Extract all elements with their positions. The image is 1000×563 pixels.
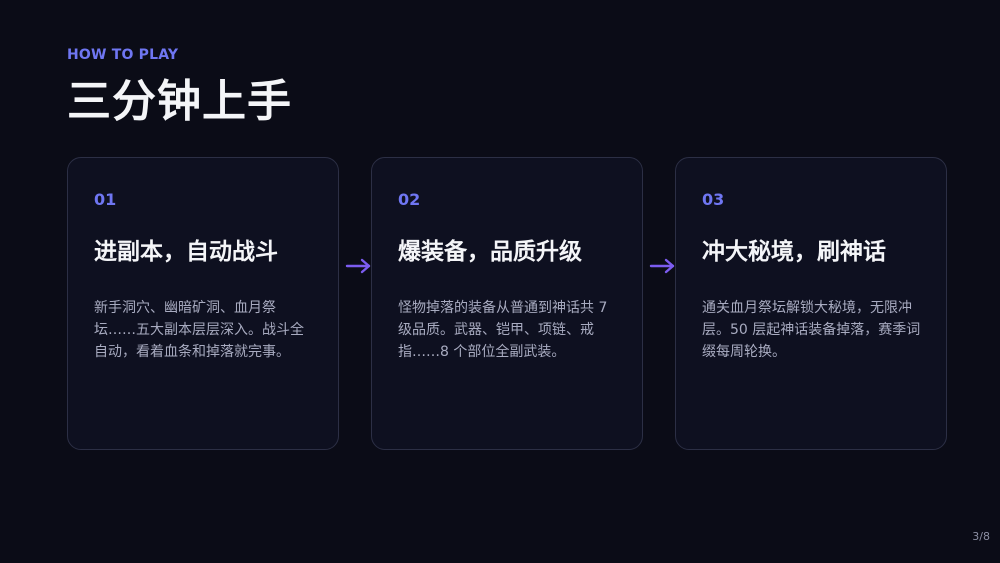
- section-kicker: HOW TO PLAY: [67, 47, 179, 63]
- step-number: 02: [398, 190, 421, 209]
- page-indicator: 3/8: [972, 530, 990, 543]
- step-title: 进副本，自动战斗: [94, 239, 278, 265]
- step-description: 通关血月祭坛解锁大秘境，无限冲层。50 层起神话装备掉落，赛季词缀每周轮换。: [702, 300, 921, 360]
- step-card-2: 02 爆装备，品质升级 怪物掉落的装备从普通到神话共 7 级品质。武器、铠甲、项…: [371, 157, 643, 450]
- step-number: 03: [702, 190, 725, 209]
- step-description: 怪物掉落的装备从普通到神话共 7 级品质。武器、铠甲、项链、戒指……8 个部位全…: [398, 300, 608, 360]
- arrow-right-icon: [649, 258, 675, 274]
- step-number: 01: [94, 190, 117, 209]
- page-title: 三分钟上手: [67, 76, 292, 127]
- step-title: 爆装备，品质升级: [398, 239, 582, 265]
- step-card-1: 01 进副本，自动战斗 新手洞穴、幽暗矿洞、血月祭坛……五大副本层层深入。战斗全…: [67, 157, 339, 450]
- step-card-3: 03 冲大秘境，刷神话 通关血月祭坛解锁大秘境，无限冲层。50 层起神话装备掉落…: [675, 157, 947, 450]
- step-description: 新手洞穴、幽暗矿洞、血月祭坛……五大副本层层深入。战斗全自动，看着血条和掉落就完…: [94, 300, 304, 360]
- step-title: 冲大秘境，刷神话: [702, 239, 886, 265]
- arrow-right-icon: [345, 258, 371, 274]
